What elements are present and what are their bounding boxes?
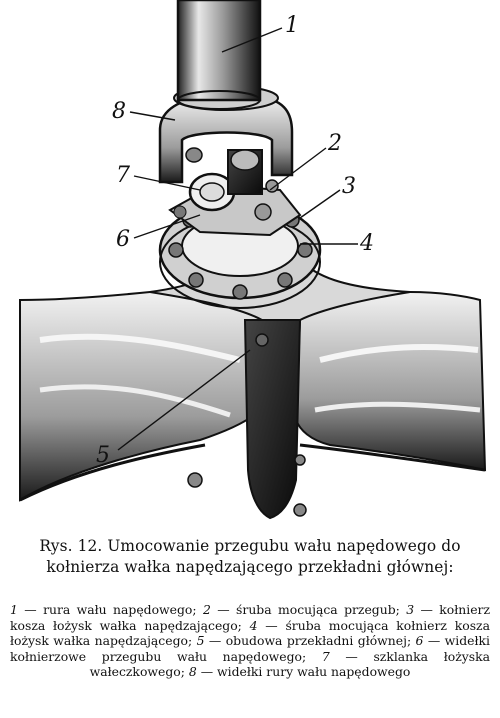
joint-bolt — [265, 179, 279, 193]
callout-3: 3 — [342, 174, 356, 199]
figure-caption: Rys. 12. Umocowanie przegubu wału napędo… — [12, 536, 488, 578]
leader-lines — [117, 27, 358, 451]
legend-item: 2 — śruba mocująca przegub; — [202, 602, 400, 617]
housing-web — [243, 319, 302, 520]
drive-shaft-joint-drawing: 1 2 3 4 5 6 7 8 — [19, 0, 487, 520]
callout-7: 7 — [116, 163, 130, 188]
housing-left-bell — [19, 290, 264, 502]
callout-5: 5 — [96, 443, 110, 468]
housing-bolt-left — [187, 472, 203, 488]
legend-item: 3 — kołnierz kosza łożysk wałka napędzaj… — [10, 602, 490, 633]
housing-right-bell — [294, 290, 487, 472]
callout-1: 1 — [285, 13, 299, 38]
legend-item: 5 — obudowa przekładni głównej; — [196, 633, 412, 649]
figure-legend: 1 — rura wału napędowego; 2 — śruba mocu… — [10, 602, 490, 680]
legend-item: 1 — rura wału napędowego; — [10, 602, 197, 617]
drive-shaft-tube — [176, 0, 262, 102]
legend-item: 7 — szklanka łożyska wałeczkowego; — [89, 648, 490, 680]
callout-8: 8 — [112, 99, 126, 124]
housing-bolt-right — [293, 503, 307, 517]
legend-item: 8 — widełki rury wału napędowego — [188, 664, 411, 680]
callout-4: 4 — [359, 231, 374, 256]
caption-title: Rys. 12. Umocowanie przegubu wału napędo… — [39, 537, 461, 576]
callout-6: 6 — [116, 227, 130, 252]
legend-item: 4 — śruba mocująca kołnierz kosza łożysk… — [10, 617, 490, 649]
legend-item: 6 — widełki kołnierzowe przegubu wału na… — [10, 633, 490, 664]
callout-2: 2 — [327, 131, 342, 156]
technical-illustration: 1 2 3 4 5 6 7 8 — [19, 0, 487, 520]
